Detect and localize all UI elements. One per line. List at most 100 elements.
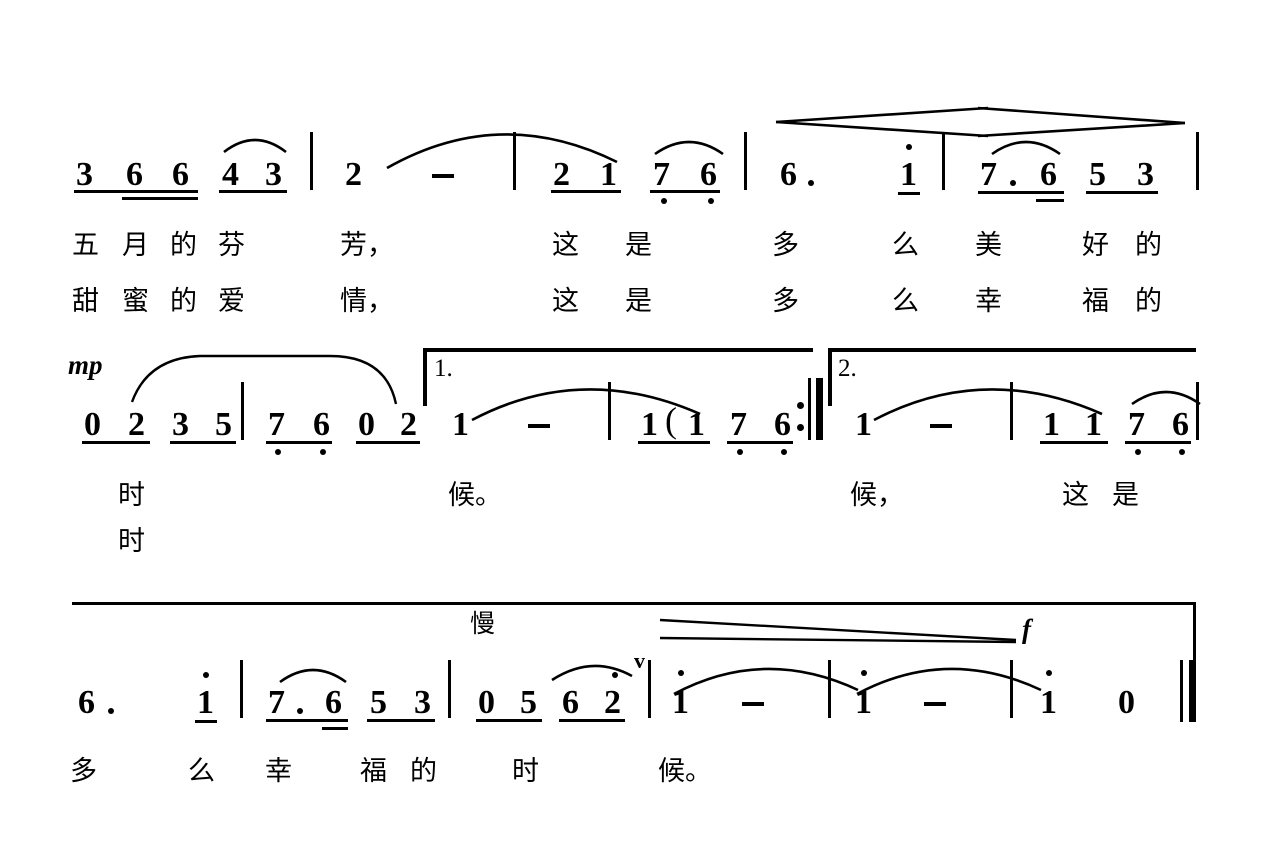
note-1-high-m4: 1: [900, 156, 917, 193]
final-barline-thick: [1189, 660, 1196, 722]
beam-m13-3: [367, 719, 435, 722]
note-0-m14: 0: [478, 684, 495, 721]
note-7-dotted-m5: 7: [980, 156, 997, 193]
slur-m14: [551, 664, 633, 682]
note-0-m17: 0: [1118, 684, 1135, 721]
barline-5: [1196, 132, 1199, 190]
dash-m15: [742, 702, 764, 706]
note-6-dotted-m12: 6: [78, 684, 95, 721]
lyric-l1v1-3: 芬: [218, 230, 245, 260]
lyric-l1v1-7: 多: [772, 230, 799, 260]
note-7-m9: 7: [730, 406, 747, 443]
beam-m1-2: [122, 197, 198, 200]
note-3b-m1: 3: [265, 156, 282, 193]
dash-m2: [432, 174, 454, 178]
octave-dot-low-6-m3: [708, 198, 714, 204]
note-2-m7: 2: [400, 406, 417, 443]
dynamic-mp: mp: [68, 350, 103, 380]
beam-m11-2: [1125, 441, 1191, 444]
barline-12: [648, 660, 651, 718]
note-2-m2: 2: [345, 156, 362, 193]
beam-m5-3: [1086, 191, 1158, 194]
lyric-l1v2-0: 甜: [72, 286, 99, 316]
beam-m6-2: [170, 441, 236, 444]
crescendo-hairpin-1: [775, 106, 989, 138]
barline-14: [1010, 660, 1013, 718]
lyric-l3v1-3: 福: [360, 756, 387, 786]
note-5-m6: 5: [215, 406, 232, 443]
system-3-top-rule: [72, 602, 1196, 605]
note-6-m13: 6: [325, 684, 342, 721]
open-paren-m9: (: [665, 400, 677, 440]
note-7-dotted-m13: 7: [268, 684, 285, 721]
barline-9: [1196, 382, 1199, 440]
lyric-l1v2-9: 幸: [975, 286, 1002, 316]
octave-dot-low-6-m9: [781, 449, 787, 455]
lyric-l1v1-4: 芳，: [340, 230, 394, 260]
octave-dot-low-7-m3: [661, 198, 667, 204]
octave-dot-high-1-m15: [678, 670, 684, 676]
beam-m9-2: [727, 441, 793, 444]
lyric-l1v2-4: 情，: [340, 286, 394, 316]
note-6b-m1: 6: [172, 156, 189, 193]
lyric-l2v2-0: 时: [118, 526, 145, 556]
note-6-m3: 6: [700, 156, 717, 193]
barline-7: [608, 382, 611, 440]
note-5-m5: 5: [1089, 156, 1106, 193]
lyric-l3v1-1: 么: [188, 756, 215, 786]
volta-2-left-hook: [828, 348, 832, 406]
phrase-slur-l2: [130, 354, 398, 405]
barline-13: [828, 660, 831, 718]
system-1: 3 6 6 4 3 2 2 1 7 6: [0, 0, 1280, 320]
breath-mark: v: [634, 648, 645, 673]
note-5-m13: 5: [370, 684, 387, 721]
note-0-m7: 0: [358, 406, 375, 443]
beam-m13-1: [266, 719, 348, 722]
barline-3: [744, 132, 747, 190]
slur-m13: [279, 668, 347, 684]
note-2-m6: 2: [128, 406, 145, 443]
barline-8: [1010, 382, 1013, 440]
note-6-m14: 6: [562, 684, 579, 721]
lyric-l3v1-5: 时: [512, 756, 539, 786]
note-1-m10: 1: [855, 406, 872, 443]
dash-m10: [930, 424, 952, 428]
beam-m7-1: [266, 441, 332, 444]
lyric-l1v1-2: 的: [170, 230, 197, 260]
note-0-m6: 0: [84, 406, 101, 443]
octave-dot-high-1-m17: [1046, 670, 1052, 676]
lyric-l1v2-3: 爱: [218, 286, 245, 316]
octave-dot-low-7-m11: [1135, 449, 1141, 455]
octave-dot-high-1-m12: [203, 672, 209, 678]
system-2: mp 0 2 3 5 7 6 0 2 1. 1 1 (: [68, 348, 1201, 556]
beam-m5-1: [978, 191, 1064, 194]
note-6-m5: 6: [1040, 156, 1057, 193]
beam-m5-2: [1036, 199, 1064, 202]
volta-1-left-hook: [423, 348, 427, 406]
octave-dot-low-7-m7: [275, 449, 281, 455]
lyric-l1v1-11: 的: [1135, 230, 1162, 260]
lyric-l2v1-2: 候，: [850, 480, 904, 510]
lyric-l1v1-0: 五: [72, 230, 99, 260]
lyric-l2v1-1: 候。: [448, 480, 502, 510]
beam-m7-2: [356, 441, 420, 444]
note-7-m11: 7: [1128, 406, 1145, 443]
beam-m1-3: [219, 190, 287, 193]
beam-m12: [195, 720, 217, 723]
beam-m6-1: [82, 441, 150, 444]
beam-m1-1: [74, 190, 198, 193]
note-1a-m11: 1: [1043, 406, 1060, 443]
beam-m4: [898, 192, 920, 195]
note-2-m3: 2: [553, 156, 570, 193]
slur-m3: [654, 140, 724, 156]
note-7-m7: 7: [268, 406, 285, 443]
augmentation-dot-m4: [808, 180, 814, 186]
beam-m9-1: [638, 441, 710, 444]
lyric-l3v1-6: 候。: [658, 756, 712, 786]
barline-11: [448, 660, 451, 718]
octave-dot-high-1-m4: [906, 144, 912, 150]
beam-m3-2: [650, 190, 720, 193]
lyric-l1v1-5: 这: [552, 230, 579, 260]
